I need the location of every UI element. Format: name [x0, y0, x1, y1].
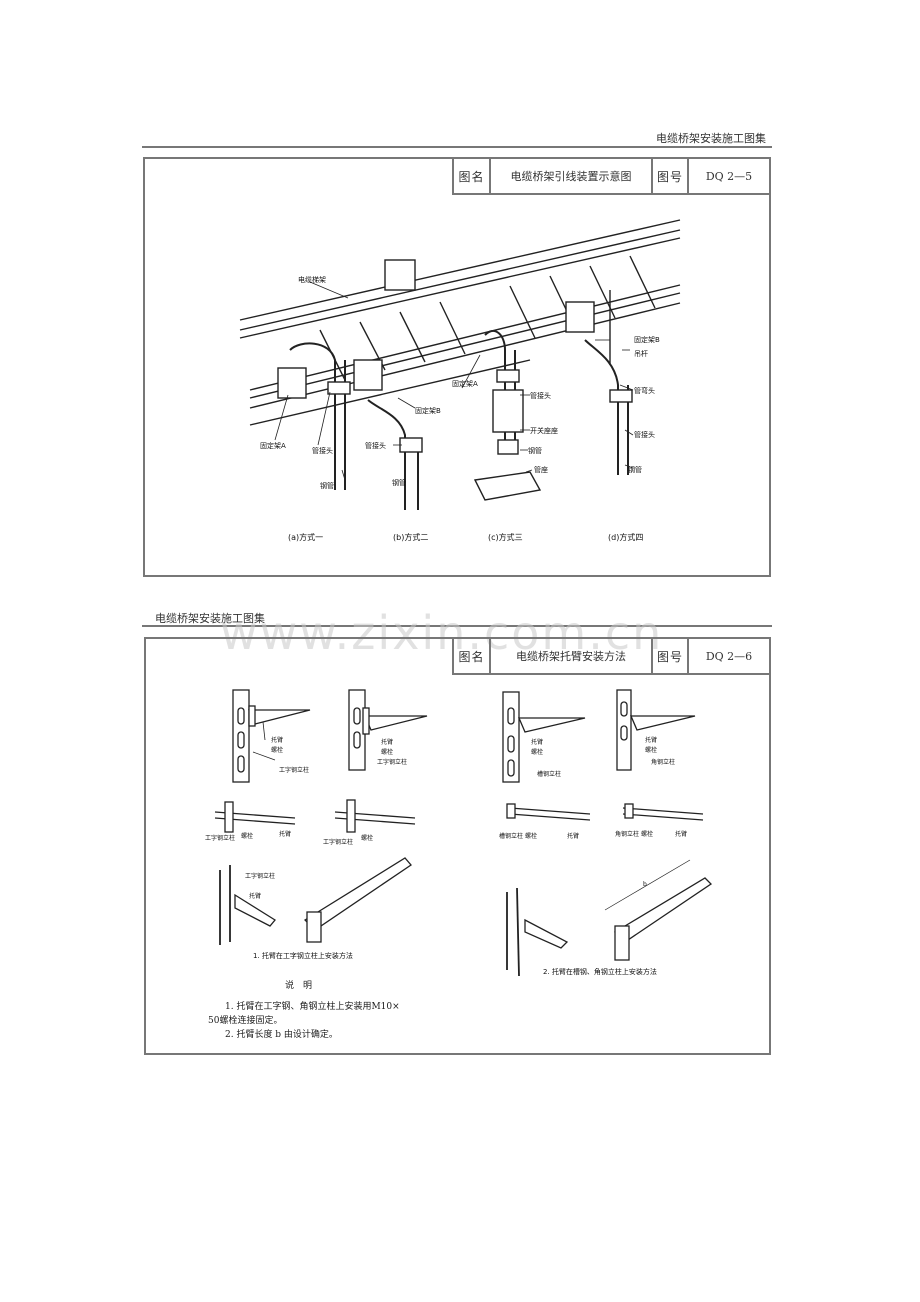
label-steel-pipe-b: 钢管 — [392, 478, 406, 487]
label-arm-2: 托臂 — [381, 738, 393, 746]
label-plan-arm-1: 托臂 — [279, 830, 291, 838]
page-header: 电缆桥架安装施工图集 — [656, 132, 766, 145]
label-pipe-joint-c: 管接头 — [530, 391, 551, 400]
label-bolt-4: 螺栓 — [645, 746, 657, 754]
drawing-number-value-2: DQ 2—6 — [705, 649, 753, 663]
page-header-2: 电缆桥架安装施工图集 — [155, 612, 265, 625]
label-steel-pipe-a: 钢管 — [320, 481, 334, 490]
title-block-1: 图名 电缆桥架引线装置示意图 图号 DQ 2—5 — [452, 159, 769, 195]
label-plan-arm-3: 托臂 — [567, 832, 579, 840]
label-hanger-rod: 吊杆 — [634, 349, 648, 358]
label-iso-arm: 托臂 — [249, 892, 261, 900]
label-pipe-joint-d: 管接头 — [634, 430, 655, 439]
caption-left: 1. 托臂在工字钢立柱上安装方法 — [253, 951, 353, 960]
method-d-caption: (d)方式四 — [608, 532, 643, 542]
method-a-caption: (a)方式一 — [288, 532, 323, 542]
label-pipe-joint-b: 管接头 — [365, 441, 386, 450]
label-fixB-d: 固定架B — [634, 335, 660, 344]
label-column-2: 工字钢立柱 — [377, 758, 407, 766]
label-fixA-center: 固定架A — [452, 379, 478, 388]
drawing-number-label-2: 图号 — [653, 639, 689, 673]
label-arm-1: 托臂 — [271, 736, 283, 744]
label-pipe-joint-a: 管接头 — [312, 446, 333, 455]
sheet-frame-2 — [144, 637, 771, 1055]
label-plan-bolt-3: 螺栓 — [525, 832, 537, 840]
label-bolt-2: 螺栓 — [381, 748, 393, 756]
label-arm-4: 托臂 — [645, 736, 657, 744]
notes-title: 说 明 — [285, 981, 313, 991]
header-rule — [142, 146, 772, 148]
cable-tray-lead-out-drawing: 电缆梯架 固定架A 管接头 钢管 固定架B 管接头 钢管 固定架A 管接头 开关… — [239, 219, 681, 542]
label-column-1: 工字钢立柱 — [279, 766, 309, 774]
title-block-2: 图名 电缆桥架托臂安装方法 图号 DQ 2—6 — [452, 639, 769, 675]
label-plan-bolt-4: 螺栓 — [641, 830, 653, 838]
label-plan-bolt-1: 螺栓 — [241, 832, 253, 840]
label-switch-box: 开关座座 — [530, 426, 558, 435]
drawing-name-value: 电缆桥架引线装置示意图 — [491, 159, 653, 193]
label-fixA-left: 固定架A — [260, 441, 286, 450]
label-fixB-b: 固定架B — [415, 406, 441, 415]
method-c-caption: (c)方式三 — [488, 532, 523, 542]
drawing-number-value: DQ 2—5 — [705, 169, 753, 183]
label-tray: 电缆梯架 — [298, 275, 326, 284]
label-plan-column-3: 槽钢立柱 — [499, 832, 523, 840]
method-b-caption: (b)方式二 — [393, 532, 428, 542]
label-bolt-3: 螺栓 — [531, 748, 543, 756]
caption-right: 2. 托臂在槽钢、角钢立柱上安装方法 — [543, 967, 657, 976]
drawing-number-label: 图号 — [653, 159, 689, 193]
label-column-4: 角钢立柱 — [651, 758, 675, 766]
label-pipe-seat: 管座 — [534, 465, 548, 474]
drawing-name-label-2: 图名 — [454, 639, 491, 673]
sheet-frame-1 — [143, 157, 771, 577]
header-rule-2 — [142, 625, 772, 627]
label-column-3: 槽钢立柱 — [537, 770, 561, 778]
label-arm-3: 托臂 — [531, 738, 543, 746]
label-plan-column-1: 工字钢立柱 — [205, 834, 235, 842]
note-line-3: 2. 托臂长度 b 由设计确定。 — [225, 1030, 338, 1040]
note-line-2: 50螺栓连接固定。 — [208, 1016, 283, 1026]
label-dim-b: b — [643, 881, 647, 888]
label-steel-pipe-c: 钢管 — [528, 446, 542, 455]
drawing-name-label: 图名 — [454, 159, 491, 193]
label-plan-arm-4: 托臂 — [675, 830, 687, 838]
watermark: www.zixin.com.cn — [220, 606, 664, 660]
note-line-1: 1. 托臂在工字钢、角钢立柱上安装用M10× — [225, 1002, 400, 1012]
label-plan-column-4: 角钢立柱 — [615, 830, 639, 838]
tray-arm-installation-drawing: 托臂 螺栓 工字钢立柱 托臂 螺栓 工字钢立柱 托臂 螺栓 槽钢立柱 托臂 螺栓… — [205, 689, 713, 977]
label-steel-pipe-d: 钢管 — [628, 465, 642, 474]
drawing-name-value-2: 电缆桥架托臂安装方法 — [491, 639, 653, 673]
label-plan-column-2: 工字钢立柱 — [323, 838, 353, 846]
label-iso-column: 工字钢立柱 — [245, 872, 275, 880]
label-bolt-1: 螺栓 — [271, 746, 283, 754]
label-elbow: 管弯头 — [634, 386, 655, 395]
label-plan-bolt-2: 螺栓 — [361, 834, 373, 842]
